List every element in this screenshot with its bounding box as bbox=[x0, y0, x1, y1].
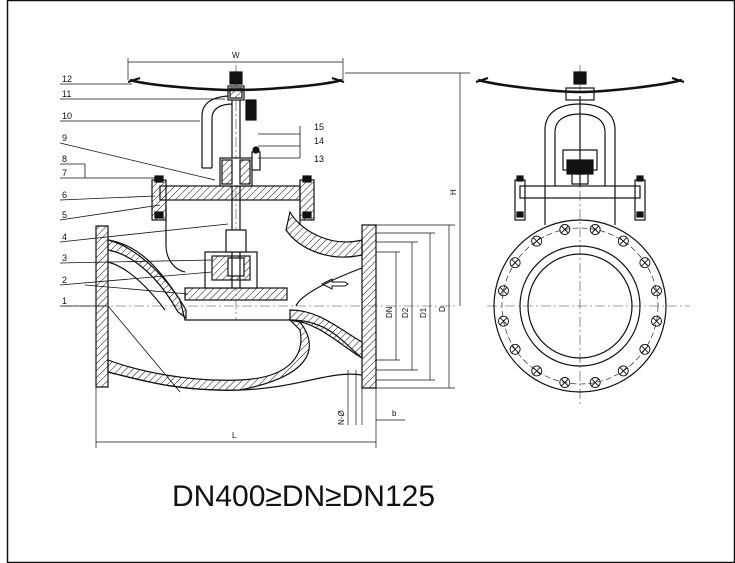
part-label: 11 bbox=[62, 89, 71, 99]
dim-N-phi-label: N-Ø bbox=[337, 410, 346, 425]
bolt-hole-cross bbox=[619, 237, 628, 245]
dim-D-label: D bbox=[438, 306, 447, 312]
part-label: 14 bbox=[314, 136, 324, 146]
bolt-hole-cross bbox=[499, 317, 508, 326]
part-label: 2 bbox=[62, 275, 67, 285]
part-label: 3 bbox=[62, 253, 67, 263]
bolt-hole bbox=[639, 257, 651, 269]
bolt-hole-cross bbox=[652, 286, 661, 295]
part-label: 7 bbox=[62, 168, 67, 178]
bolt-hole-cross bbox=[641, 345, 649, 354]
part-label: 8 bbox=[62, 154, 67, 164]
part-label: 9 bbox=[62, 133, 67, 143]
dim-H-label: H bbox=[449, 189, 458, 195]
part-label: 10 bbox=[62, 111, 72, 121]
bolt-hole bbox=[531, 235, 543, 247]
part-label: 6 bbox=[62, 190, 67, 200]
dim-b-label: b bbox=[392, 409, 397, 418]
bolt-hole bbox=[509, 343, 521, 355]
dim-L-label: L bbox=[232, 431, 237, 440]
bolt-hole-cross bbox=[591, 378, 600, 387]
dim-D2-label: D2 bbox=[401, 307, 410, 318]
bolt-hole bbox=[617, 365, 629, 377]
bolt-hole bbox=[498, 285, 509, 297]
bolt-hole bbox=[559, 377, 571, 388]
part-label: 15 bbox=[314, 122, 324, 132]
bolt-hole-cross bbox=[511, 345, 519, 354]
bolt-hole-cross bbox=[511, 258, 519, 267]
dim-W-label: W bbox=[232, 51, 240, 60]
bolt-hole bbox=[617, 235, 629, 247]
bolt-hole bbox=[559, 224, 571, 235]
bolt-hole-cross bbox=[641, 258, 649, 267]
side-view bbox=[475, 71, 685, 393]
bolt-hole bbox=[651, 285, 662, 297]
bolt-hole bbox=[531, 365, 543, 377]
part-label: 1 bbox=[62, 296, 67, 306]
bolt-hole-cross bbox=[560, 378, 569, 387]
part-labels: 12 11 10 9 8 7 6 5 4 3 2 1 15 14 13 bbox=[62, 74, 324, 306]
bolt-hole-cross bbox=[532, 237, 541, 245]
bolt-hole-cross bbox=[652, 317, 661, 326]
dimension-lines bbox=[95, 58, 470, 448]
size-range-caption: DN400≥DN≥DN125 bbox=[172, 480, 436, 513]
bolt-hole-cross bbox=[560, 225, 569, 234]
bolt-hole bbox=[589, 224, 601, 235]
bolt-hole bbox=[509, 257, 521, 269]
part-label: 12 bbox=[62, 74, 72, 84]
dimension-labels: W H L DN D2 D1 D N-Ø b bbox=[232, 51, 458, 440]
bolt-hole-cross bbox=[619, 367, 628, 375]
bolt-hole-cross bbox=[532, 367, 541, 375]
bolt-hole-cross bbox=[591, 225, 600, 234]
bolt-hole bbox=[639, 343, 651, 355]
leader-lines bbox=[59, 83, 301, 393]
dim-D1-label: D1 bbox=[419, 307, 428, 318]
part-label: 5 bbox=[62, 210, 67, 220]
dim-DN-label: DN bbox=[385, 306, 394, 318]
part-label: 13 bbox=[314, 154, 324, 164]
bolt-hole bbox=[498, 315, 509, 327]
bolt-hole-cross bbox=[499, 286, 508, 295]
bolt-hole bbox=[651, 315, 662, 327]
part-label: 4 bbox=[62, 232, 67, 242]
bolt-hole bbox=[589, 377, 601, 388]
